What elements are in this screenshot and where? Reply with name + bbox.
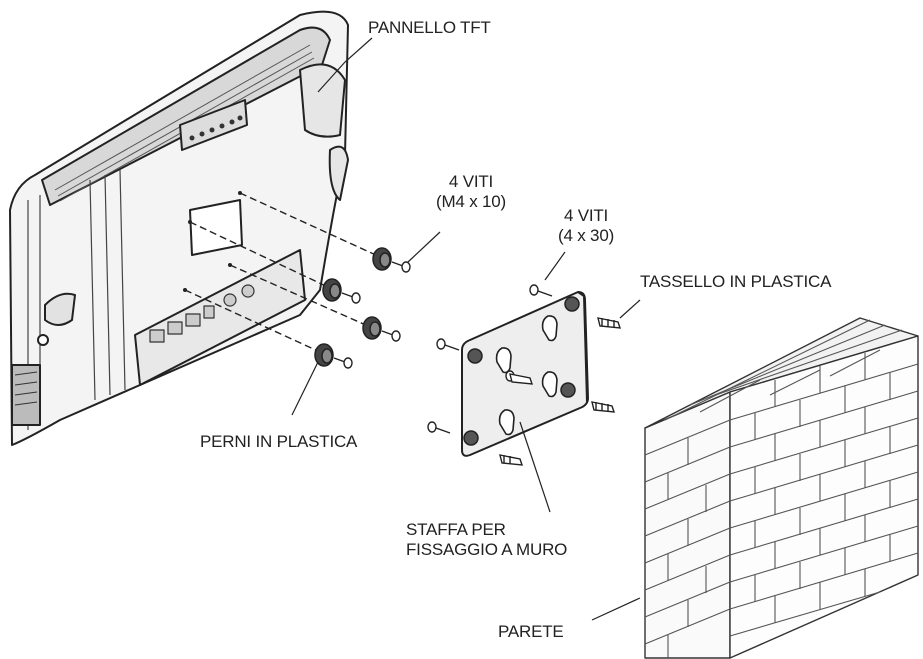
label-tft-panel: PANNELLO TFT: [368, 18, 491, 37]
label-4x30-screws-line-2: (4 x 30): [558, 226, 615, 245]
leader-4x30-screws: [544, 251, 566, 281]
label-wall-bracket: STAFFA PER FISSAGGIO A MURO: [406, 520, 567, 560]
label-plastic-anchor: TASSELLO IN PLASTICA: [640, 272, 832, 291]
anchor-4: [499, 454, 524, 466]
wall-bracket: [461, 291, 589, 457]
anchor-2: [509, 373, 534, 385]
anchor-3: [591, 401, 616, 413]
label-m4-screws-line-1: 4 VITI: [448, 172, 494, 191]
leader-lines: [291, 37, 641, 621]
leader-plastic-anchor: [619, 299, 641, 319]
plastic-anchors: [499, 317, 622, 466]
m4-screw-1: [391, 261, 411, 273]
leader-plastic-pins: [291, 361, 319, 416]
m4-screws: [333, 261, 411, 369]
leader-wall: [591, 597, 641, 621]
wood-screw-4: [427, 421, 451, 434]
label-wall: PARETE: [498, 622, 564, 641]
leader-m4-screws: [407, 231, 441, 263]
label-m4-screws: 4 VITI (M4 x 10): [436, 172, 506, 212]
pin-1: [372, 247, 392, 271]
tft-panel: [9, 10, 349, 446]
wood-screw-2: [436, 338, 460, 351]
plastic-pins: [314, 247, 392, 367]
label-4x30-screws-line-1: 4 VITI: [563, 206, 609, 225]
pin-4: [314, 343, 334, 367]
leader-wall-bracket: [519, 421, 551, 513]
label-wall-bracket-line-2: FISSAGGIO A MURO: [406, 540, 568, 559]
pin-3: [362, 316, 382, 340]
wood-screw-1: [529, 284, 553, 297]
label-4x30-screws: 4 VITI (4 x 30): [558, 206, 614, 246]
m4-screw-4: [333, 357, 353, 369]
m4-screw-2: [341, 292, 361, 304]
leader-tft-panel: [317, 37, 373, 93]
alignment-lines: [184, 192, 379, 353]
pin-2: [322, 278, 342, 302]
m4-screw-3: [381, 330, 401, 342]
label-wall-bracket-line-1: STAFFA PER: [406, 520, 506, 539]
label-plastic-pins: PERNI IN PLASTICA: [200, 432, 358, 451]
brick-wall: [644, 317, 919, 659]
anchor-1: [597, 317, 622, 329]
label-m4-screws-line-2: (M4 x 10): [436, 192, 506, 211]
